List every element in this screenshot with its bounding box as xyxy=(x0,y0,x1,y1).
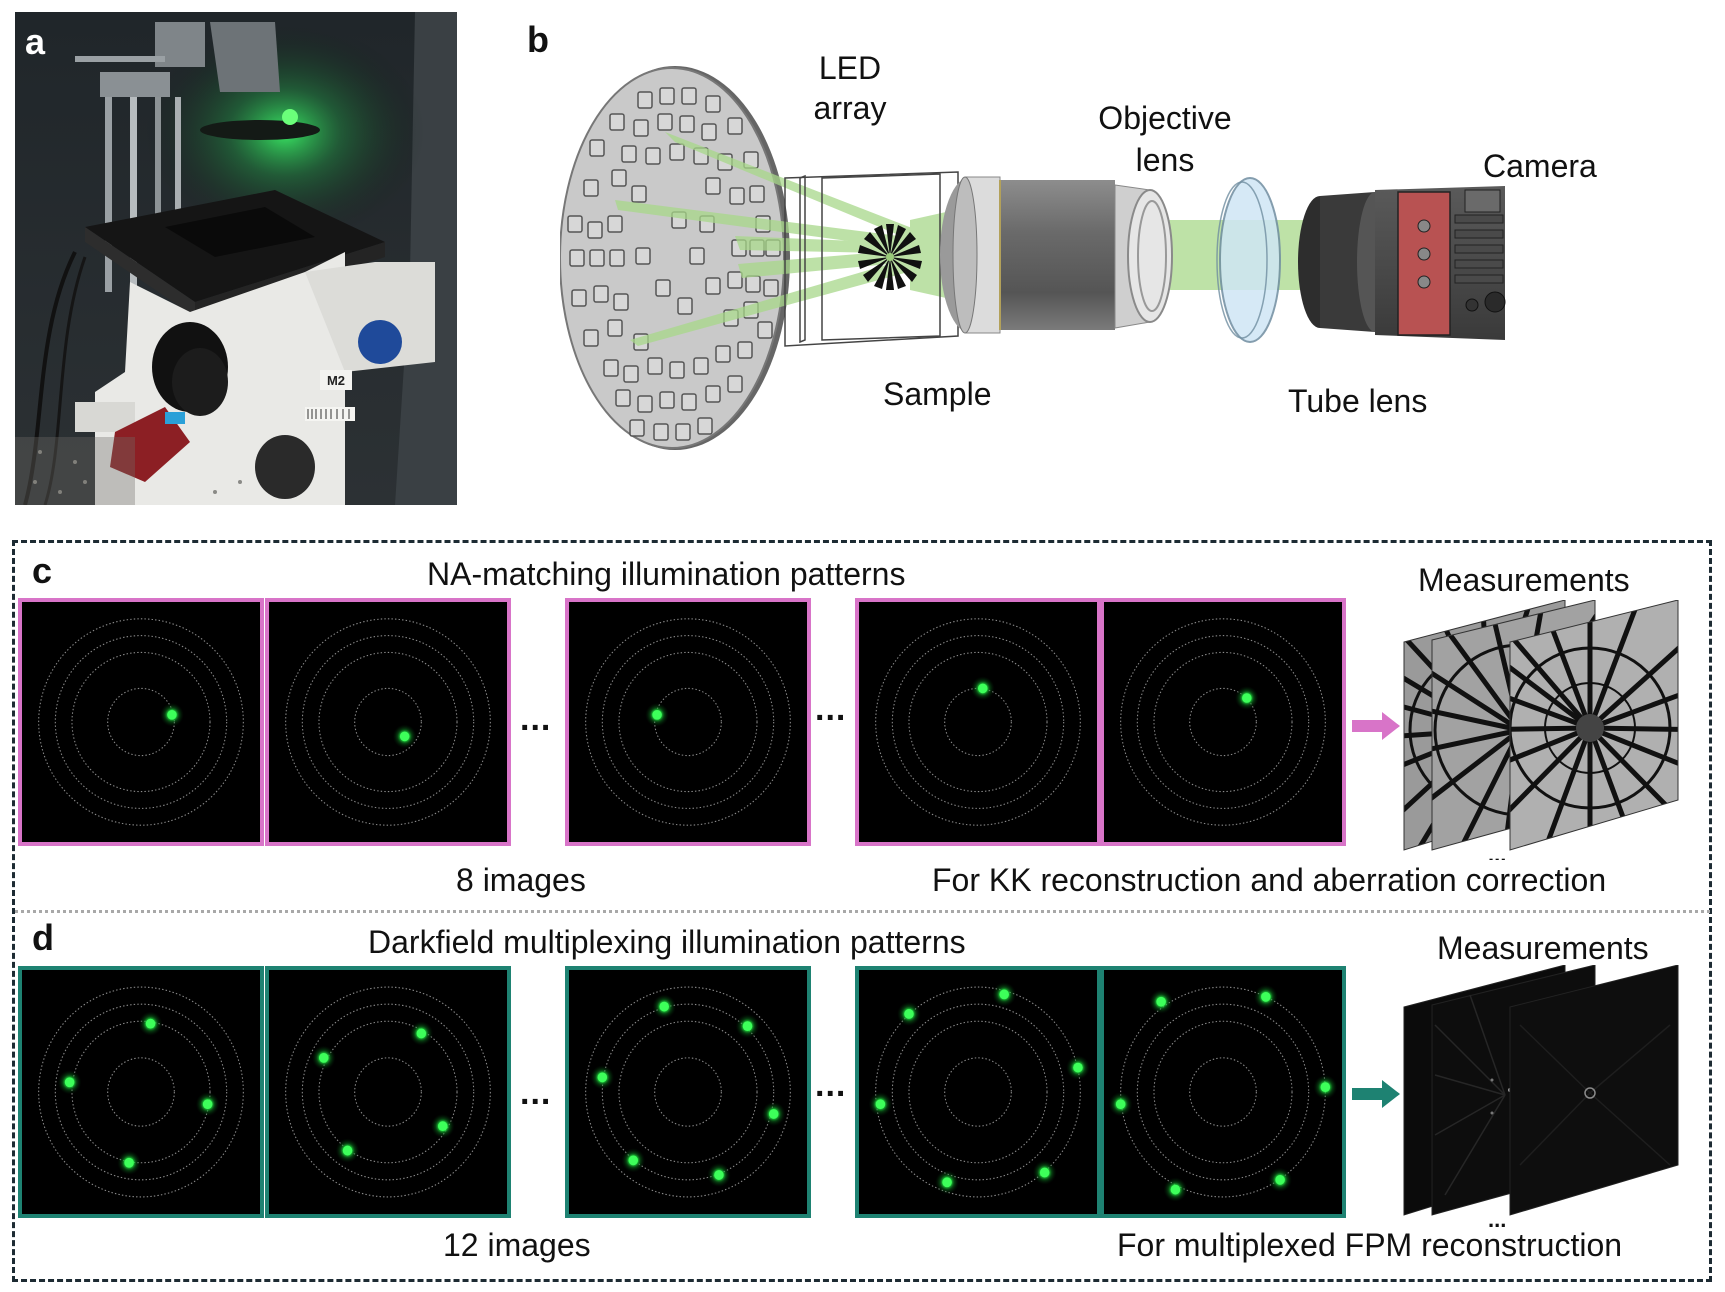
tube-lens-element xyxy=(1219,177,1281,343)
panel-d-pattern-tile xyxy=(265,966,511,1218)
panels-cd-divider xyxy=(15,910,1710,913)
led-spot xyxy=(399,731,410,742)
panel-b-letter: b xyxy=(527,19,549,60)
led-spot xyxy=(659,1001,669,1012)
led-spot xyxy=(1275,1174,1285,1185)
led-spot xyxy=(1156,996,1166,1007)
panel-a-letter: a xyxy=(25,21,46,62)
led-spot xyxy=(167,710,177,720)
panel-d-count-label: 12 images xyxy=(443,1227,591,1263)
panel-c-measurement-stack: ... xyxy=(1403,600,1679,860)
panel-c-pattern-rings xyxy=(38,618,244,826)
led-array-disk xyxy=(560,66,790,450)
led-spot xyxy=(904,1009,914,1019)
panel-d-letter: d xyxy=(32,917,54,958)
panel-c-arrow-icon xyxy=(1352,712,1400,740)
objective-lens xyxy=(940,176,1173,334)
led-spot xyxy=(124,1157,134,1168)
sample-slide xyxy=(784,171,959,347)
microscope-photo-illustration: M2 xyxy=(15,12,457,505)
panel-d-pattern-tile xyxy=(565,966,811,1218)
led-spot xyxy=(1242,693,1252,703)
panel-d-measurement-stack: ... xyxy=(1403,965,1679,1230)
led-spot xyxy=(1115,1099,1126,1110)
panel-c-pattern-tile xyxy=(855,598,1101,846)
panel-c-pattern-tile xyxy=(18,598,264,846)
panel-d-pattern-rings xyxy=(38,986,244,1198)
panel-c-purpose-label: For KK reconstruction and aberration cor… xyxy=(932,862,1607,898)
label-led-line2: array xyxy=(813,90,887,126)
led-spot xyxy=(1320,1082,1331,1092)
led-spot xyxy=(714,1170,724,1180)
panel-d-pattern-rings xyxy=(868,982,1090,1198)
panel-c-pattern-rings xyxy=(875,618,1081,826)
panel-c-ellipsis-1: ... xyxy=(520,700,552,738)
panel-d-purpose-label: For multiplexed FPM reconstruction xyxy=(1117,1227,1623,1263)
led-spot xyxy=(64,1077,75,1088)
panel-d-pattern-tile xyxy=(1100,966,1346,1218)
panel-d-arrow-icon xyxy=(1352,1080,1400,1108)
led-spot xyxy=(768,1109,779,1119)
starburst-target xyxy=(858,224,922,290)
led-spot xyxy=(1170,1184,1181,1195)
led-spot xyxy=(145,1018,156,1029)
panel-c-count-label: 8 images xyxy=(456,862,586,898)
led-spot xyxy=(628,1155,639,1166)
label-objective-line1: Objective xyxy=(1098,100,1232,136)
m2-label: M2 xyxy=(327,373,345,388)
panel-c-pattern-rings xyxy=(285,618,491,826)
microscope-photo: M2 a xyxy=(15,12,457,505)
led-spot xyxy=(652,710,662,720)
panel-c-pattern-rings xyxy=(1120,618,1326,826)
panel-d-pattern-rings xyxy=(585,986,791,1198)
label-objective-lens: Objective lens xyxy=(1075,98,1255,181)
label-sample: Sample xyxy=(883,376,992,412)
panel-c-pattern-tile xyxy=(265,598,511,846)
panel-c-ellipsis-2: ... xyxy=(815,690,847,728)
label-camera: Camera xyxy=(1483,148,1597,184)
led-spot xyxy=(1073,1062,1083,1073)
label-led-line1: LED xyxy=(818,50,882,86)
panels-cd-frame xyxy=(12,540,1712,1282)
panel-d-measurements-label: Measurements xyxy=(1437,930,1649,966)
camera-red-panel xyxy=(1397,191,1451,336)
panel-c-stack-ellipsis: ... xyxy=(1488,842,1506,860)
led-spot xyxy=(597,1072,608,1083)
label-tube-lens: Tube lens xyxy=(1288,383,1428,419)
led-spot xyxy=(1261,991,1271,1002)
led-spot xyxy=(942,1177,952,1188)
panel-d-pattern-rings xyxy=(1108,984,1338,1202)
panel-c-pattern-tile xyxy=(1100,598,1346,846)
panel-d-title: Darkfield multiplexing illumination patt… xyxy=(368,924,966,960)
led-spot xyxy=(742,1021,753,1031)
panel-c-pattern-tile xyxy=(565,598,811,846)
label-led-array: LED array xyxy=(790,48,910,128)
label-objective-line2: lens xyxy=(1135,141,1195,178)
panel-d-stack-ellipsis: ... xyxy=(1488,1207,1506,1230)
panel-d-ellipsis-2: ... xyxy=(815,1066,847,1104)
led-spot xyxy=(978,683,988,694)
optical-setup-diagram xyxy=(560,66,1506,450)
led-spot xyxy=(416,1028,427,1039)
led-spot xyxy=(342,1145,353,1156)
led-spot xyxy=(437,1121,448,1132)
panel-d-ellipsis-1: ... xyxy=(520,1074,552,1112)
panel-c-letter: c xyxy=(32,550,53,591)
led-spot xyxy=(999,989,1009,1000)
camera-body xyxy=(1298,186,1506,340)
panel-d-pattern-tile xyxy=(18,966,264,1218)
panel-c-title: NA-matching illumination patterns xyxy=(427,556,906,592)
panel-d-pattern-tile xyxy=(855,966,1101,1218)
led-spot xyxy=(318,1052,329,1063)
panel-c-measurements-label: Measurements xyxy=(1418,562,1630,598)
led-spot xyxy=(202,1099,213,1110)
panel-c-pattern-rings xyxy=(585,618,791,826)
panel-d-pattern-rings xyxy=(285,986,491,1198)
led-spot xyxy=(875,1099,886,1110)
led-spot xyxy=(1039,1167,1050,1178)
